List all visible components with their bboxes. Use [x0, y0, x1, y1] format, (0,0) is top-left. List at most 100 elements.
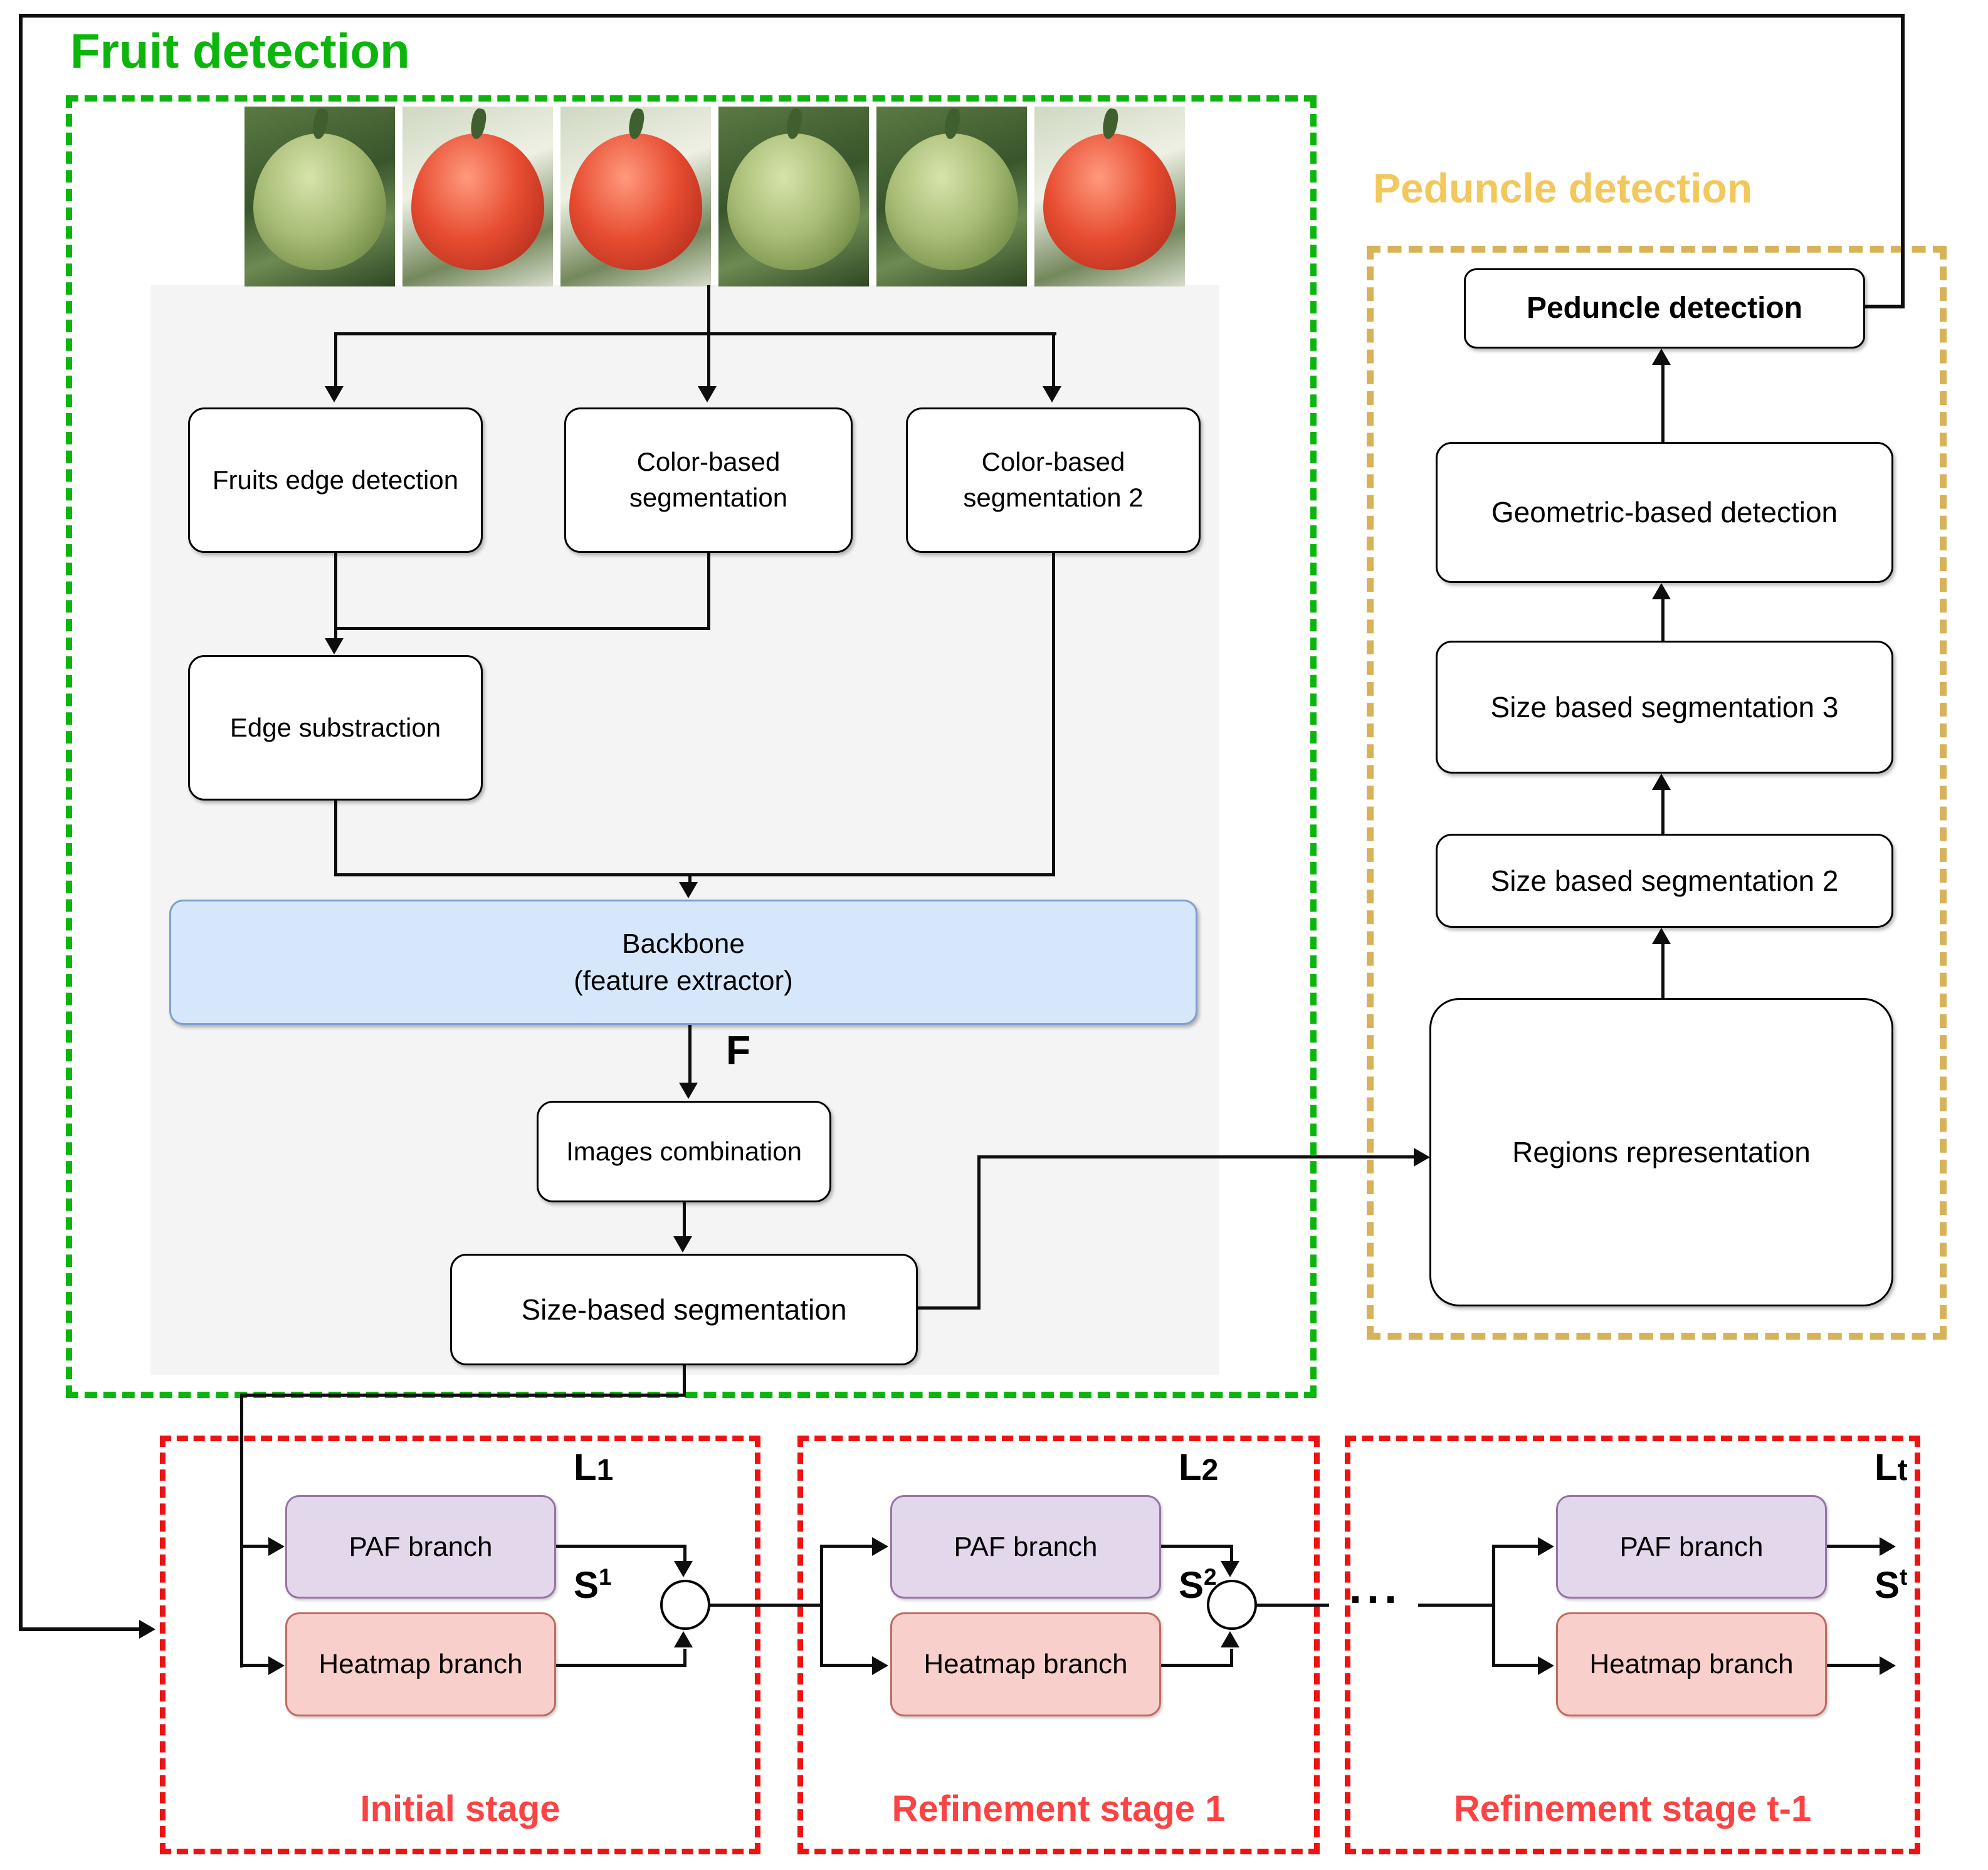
initial-stage-region: Initial stage	[160, 1436, 760, 1854]
arrowhead-icon	[1652, 349, 1671, 365]
connector	[1492, 1545, 1495, 1667]
arrowhead-icon	[674, 1561, 693, 1577]
node-peduncle-detection: Peduncle detection	[1464, 268, 1865, 349]
label-sup: 1	[599, 1563, 612, 1590]
peduncle-detection-region	[1367, 246, 1947, 1340]
arrowhead-icon	[1652, 928, 1671, 944]
tomato-photo	[560, 107, 711, 286]
label-base: S	[574, 1564, 599, 1606]
arrowhead-icon	[872, 1537, 888, 1556]
label-base: L	[1179, 1446, 1202, 1488]
label-base: S	[1179, 1564, 1204, 1606]
connector	[823, 1545, 875, 1548]
connector	[334, 332, 337, 387]
backbone-label: Backbone (feature extractor)	[574, 928, 793, 996]
node-fruits-edge-detection: Fruits edge detection	[188, 407, 483, 553]
connector	[334, 332, 1056, 335]
label-base: S	[1875, 1564, 1900, 1606]
connector	[1052, 553, 1055, 876]
connector	[688, 1025, 692, 1085]
node-size-based-segmentation: Size-based segmentation	[450, 1254, 918, 1365]
paf-output-label-stage1: L1	[574, 1446, 613, 1489]
connector	[243, 1545, 271, 1548]
frame-jog-line	[1863, 305, 1905, 308]
connector	[707, 553, 710, 629]
arrowhead-icon	[872, 1656, 888, 1675]
connector	[1161, 1664, 1233, 1667]
connector	[1230, 1649, 1233, 1667]
connector	[243, 1664, 271, 1667]
refinement-stage-t1-label: Refinement stage t-1	[1453, 1789, 1812, 1829]
initial-stage-label: Initial stage	[360, 1789, 560, 1829]
arrowhead-icon	[1221, 1561, 1239, 1577]
refinement-stage-1-label: Refinement stage 1	[891, 1789, 1226, 1829]
connector	[240, 1394, 243, 1668]
tomato-photo	[718, 107, 869, 286]
arrowhead-icon	[1880, 1656, 1896, 1675]
connector	[823, 1664, 875, 1667]
arrowhead-icon	[1652, 774, 1671, 790]
tomato-fruit-icon	[885, 134, 1018, 271]
arrowhead-icon	[673, 1236, 692, 1253]
connector	[1661, 598, 1665, 641]
connector	[556, 1664, 686, 1667]
node-images-combination: Images combination	[537, 1101, 831, 1202]
heatmap-output-label-stage2: S2	[1179, 1563, 1217, 1607]
arrowhead-icon	[1652, 583, 1671, 599]
connector	[1661, 789, 1665, 834]
arrowhead-icon	[1043, 386, 1061, 402]
connector	[1827, 1664, 1882, 1667]
node-backbone: Backbone (feature extractor)	[169, 900, 1197, 1025]
paf-output-label-stage2: L2	[1179, 1446, 1218, 1489]
tomato-photo	[402, 107, 553, 286]
node-edge-substraction: Edge substraction	[188, 655, 483, 801]
node-size-based-segmentation-2: Size based segmentation 2	[1436, 834, 1893, 928]
arrowhead-icon	[1414, 1148, 1430, 1167]
node-geometric-based-detection: Geometric-based detection	[1436, 442, 1893, 583]
arrowhead-icon	[268, 1656, 285, 1675]
refinement-stage-t1-region: Refinement stage t-1	[1345, 1436, 1920, 1854]
node-regions-representation: Regions representation	[1429, 998, 1893, 1306]
label-sup: t	[1900, 1563, 1908, 1590]
arrowhead-icon	[1538, 1656, 1554, 1675]
connector	[1052, 332, 1055, 387]
node-color-based-segmentation: Color-based segmentation	[564, 407, 853, 553]
arrowhead-icon	[1538, 1537, 1554, 1556]
paf-output-label-stage3: Lt	[1875, 1446, 1908, 1489]
arrowhead-icon	[325, 638, 344, 654]
label-index: 1	[596, 1454, 614, 1487]
connector	[688, 873, 692, 883]
connector	[977, 1155, 981, 1310]
connector	[1230, 1545, 1233, 1562]
connector	[1495, 1664, 1540, 1667]
tomato-photo	[245, 107, 395, 286]
arrowhead-icon	[1880, 1537, 1896, 1556]
arrowhead-icon	[674, 1631, 693, 1647]
feedback-arrowhead-icon	[139, 1620, 155, 1639]
node-paf-branch-stage1: PAF branch	[285, 1495, 556, 1599]
label-base: L	[1875, 1446, 1898, 1488]
frame-right-line	[1901, 14, 1905, 307]
frame-left-line	[19, 14, 23, 1631]
feature-map-label: F	[726, 1027, 751, 1073]
node-heatmap-branch-stage3: Heatmap branch	[1556, 1612, 1827, 1716]
connector	[334, 627, 710, 630]
arrowhead-icon	[325, 386, 344, 402]
arrowhead-icon	[698, 386, 717, 402]
tomato-fruit-icon	[1043, 134, 1176, 271]
connector	[1257, 1604, 1329, 1607]
connector	[1661, 364, 1665, 442]
connector	[1418, 1604, 1495, 1607]
node-heatmap-branch-stage2: Heatmap branch	[890, 1612, 1161, 1716]
arrowhead-icon	[679, 1083, 698, 1099]
connector	[918, 1306, 981, 1310]
connector	[683, 1202, 686, 1239]
node-heatmap-branch-stage1: Heatmap branch	[285, 1612, 556, 1716]
arrowhead-icon	[679, 882, 698, 898]
peduncle-detection-title: Peduncle detection	[1373, 165, 1753, 211]
fruit-detection-region	[66, 95, 1317, 1398]
sum-node-stage2	[1207, 1580, 1257, 1630]
tomato-fruit-icon	[569, 134, 702, 271]
node-color-based-segmentation-2: Color-based segmentation 2	[906, 407, 1201, 553]
connector	[334, 873, 1055, 876]
